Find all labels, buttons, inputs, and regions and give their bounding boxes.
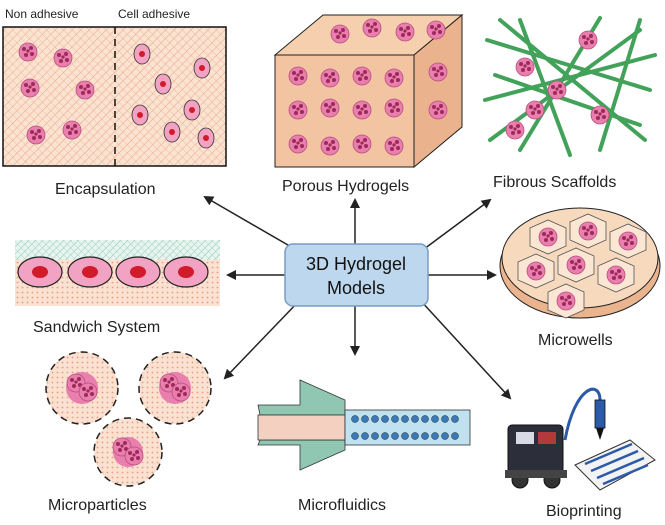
porous-hydrogels-label: Porous Hydrogels <box>282 178 409 195</box>
porous-hydrogels-panel: Porous Hydrogels <box>273 13 464 195</box>
center-hub: 3D Hydrogel Models <box>284 243 429 307</box>
printed-strands <box>584 442 649 486</box>
sandwich-system-panel: Sandwich System <box>15 240 220 336</box>
bioprint-bed <box>574 439 656 491</box>
microfluidics-main-channel <box>344 409 471 446</box>
microparticle-1 <box>45 351 119 425</box>
microparticles-label: Microparticles <box>48 497 147 514</box>
scaffold-fibers <box>483 16 657 157</box>
microfluidics-panel: Microfluidics <box>257 379 471 514</box>
microfluidics-lower-channel <box>257 439 346 471</box>
arrow-to-fibrous-scaffolds <box>419 198 492 253</box>
encapsulation-label: Encapsulation <box>55 181 156 198</box>
arrow-to-bioprinting <box>419 299 512 400</box>
center-hub-box <box>284 243 429 307</box>
porous-cube-side <box>413 13 463 169</box>
microfluidics-inlet <box>257 414 346 441</box>
microwells-panel: Microwells <box>499 207 661 349</box>
center-title-line1: 3D Hydrogel <box>306 254 406 274</box>
microfluidics-droplets <box>351 415 459 440</box>
microfluidics-label: Microfluidics <box>298 497 386 514</box>
bioprinter-nozzle <box>594 399 606 440</box>
fibrous-scaffolds-panel: Fibrous Scaffolds <box>483 16 657 191</box>
center-title-line2: Models <box>327 278 385 298</box>
bioprinting-panel: Bioprinting <box>505 387 656 520</box>
cell-adhesive-header: Cell adhesive <box>118 7 190 21</box>
microparticles-panel: Microparticles <box>45 351 212 514</box>
sandwich-top-layer <box>15 240 220 260</box>
sandwich-cells <box>17 256 209 288</box>
fibrous-scaffolds-label: Fibrous Scaffolds <box>493 174 616 191</box>
bioprinter-machine <box>505 424 567 489</box>
microparticle-2 <box>138 351 212 425</box>
microfluidics-upper-channel <box>257 379 346 416</box>
bioprinter-tube <box>563 387 602 441</box>
sandwich-system-label: Sandwich System <box>33 319 160 336</box>
arrow-to-microparticles <box>223 299 301 380</box>
non-adhesive-header: Non adhesive <box>5 7 79 21</box>
microparticle-3 <box>93 417 163 487</box>
arrow-to-encapsulation <box>203 195 301 253</box>
microwells-label: Microwells <box>538 332 613 349</box>
encapsulation-gel-box <box>2 26 227 167</box>
encapsulation-panel: Non adhesive Cell adhesive Encapsulation <box>2 7 227 198</box>
connector-arrows <box>203 195 512 400</box>
bioprinting-label: Bioprinting <box>546 503 622 520</box>
